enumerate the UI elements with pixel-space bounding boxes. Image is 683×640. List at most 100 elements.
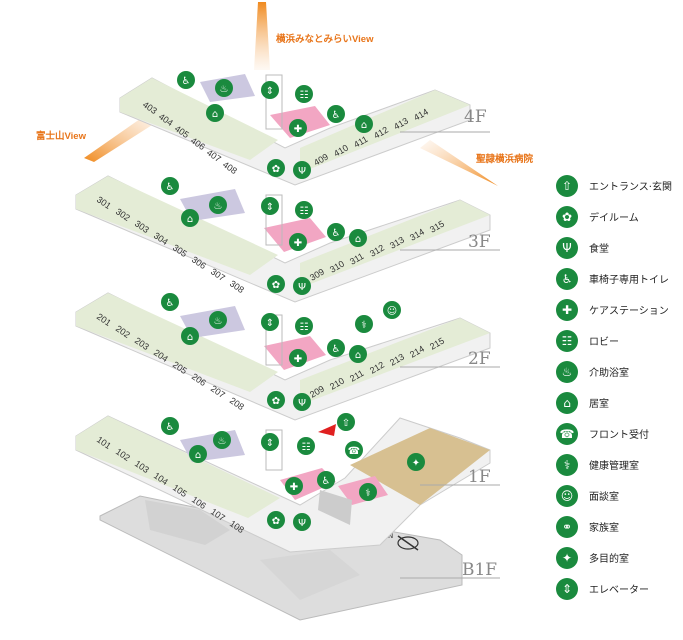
accessible-toilet-icon: ♿ [161,177,179,195]
dining-icon: Ψ [293,277,311,295]
entrance-icon: ⇧ [337,413,355,431]
svg-text:✿: ✿ [272,280,280,291]
entrance-icon: ⇧ [556,174,578,197]
care-station-icon: ✚ [556,298,578,321]
svg-text:✦: ✦ [412,458,420,469]
floor-label-b1f: B1F [462,560,497,580]
floor-4f: 4F [119,74,490,186]
view-beam-hospital [420,140,498,186]
svg-text:☷: ☷ [302,442,311,453]
view-label-fuji: 富士山View [36,130,87,142]
accessible-toilet-icon: ♿ [161,293,179,311]
elevator-icon: ⇕ [261,81,279,99]
elevator-icon: ⇕ [556,577,578,600]
assisted-bath-icon: ♨ [209,311,227,329]
svg-text:⌂: ⌂ [355,234,361,245]
svg-text:♿: ♿ [332,110,341,121]
day-room-icon: ✿ [267,391,285,409]
floor-2f: 2F [75,292,500,421]
legend-item: ⇧ エントランス·玄関 [556,170,681,201]
svg-text:✚: ✚ [294,238,302,249]
interview-room-icon: ☺ [383,301,401,319]
svg-text:⚕: ⚕ [361,320,366,331]
assisted-bath-icon: ♨ [213,431,231,449]
svg-text:✚: ✚ [294,124,302,135]
legend-label: 家族室 [589,523,619,534]
legend-label: デイルーム [589,213,639,224]
svg-text:N: N [388,532,393,540]
floor-b1f: B1F N [99,495,500,621]
legend-item: ⌂居室 [556,387,681,418]
view-label-hospital: 聖隷横浜病院 [476,153,534,165]
legend-label: 面談室 [589,492,619,503]
view-label-yokohama: 横浜みなとみらいView [276,33,374,45]
legend-item: ✿デイルーム [556,201,681,232]
svg-text:♿: ♿ [166,298,175,309]
assisted-bath-icon: ♨ [209,196,227,214]
floor-label-4f: 4F [464,107,487,127]
svg-text:Ψ: Ψ [298,518,306,529]
svg-text:⇧: ⇧ [342,418,350,429]
svg-text:♿: ♿ [182,76,191,87]
svg-text:⇕: ⇕ [266,438,274,449]
svg-text:♿: ♿ [332,344,341,355]
legend-label: エントランス·玄関 [589,182,672,193]
health-office-icon: ⚕ [355,315,373,333]
legend-label: 介助浴室 [589,368,629,379]
care-station-icon: ✚ [289,233,307,251]
svg-text:⌂: ⌂ [361,120,367,131]
svg-text:♿: ♿ [332,228,341,239]
legend-label: 多目的室 [589,554,629,565]
svg-text:Ψ: Ψ [298,282,306,293]
dining-icon: Ψ [293,513,311,531]
day-room-icon: ✿ [267,511,285,529]
floor-label-1f: 1F [468,467,491,487]
front-desk-icon: ☎ [556,422,578,445]
resident-room-icon: ⌂ [349,345,367,363]
elevator-icon: ⇕ [261,433,279,451]
svg-text:⚕: ⚕ [365,488,370,499]
svg-text:♨: ♨ [220,84,229,95]
legend-label: 車椅子専用トイレ [589,275,669,286]
dining-icon: Ψ [293,161,311,179]
svg-text:☷: ☷ [300,90,309,101]
care-station-icon: ✚ [285,477,303,495]
svg-text:✚: ✚ [294,354,302,365]
interview-room-icon: ☺ [556,484,578,507]
legend-label: ロビー [589,337,619,348]
svg-text:✿: ✿ [272,516,280,527]
day-room-icon: ✿ [267,159,285,177]
entrance-flag-icon [318,424,336,436]
svg-text:♿: ♿ [166,422,175,433]
legend-label: ケアステーション [589,306,669,317]
resident-room-icon: ⌂ [556,391,578,414]
legend-item: ✚ ケアステーション [556,294,681,325]
svg-text:⇕: ⇕ [266,318,274,329]
floor-label-3f: 3F [468,232,491,252]
svg-text:♨: ♨ [214,201,223,212]
legend-label: 食堂 [589,244,609,255]
lobby-icon: ☷ [295,85,313,103]
view-beam-fuji [84,112,160,162]
day-room-icon: ✿ [267,275,285,293]
assisted-bath-icon: ♨ [215,79,233,97]
svg-text:⇕: ⇕ [266,86,274,97]
room-number: 308 [228,278,246,295]
svg-text:⌂: ⌂ [187,332,193,343]
resident-room-icon: ⌂ [189,445,207,463]
legend-item: ✦多目的室 [556,542,681,573]
view-beam-yokohama [254,2,270,70]
legend-item: ☺ 面談室 [556,480,681,511]
legend-item: ⚕健康管理室 [556,449,681,480]
lobby-icon: ☷ [295,317,313,335]
svg-text:⌂: ⌂ [212,109,218,120]
health-office-icon: ⚕ [359,483,377,501]
svg-text:♿: ♿ [322,476,331,487]
svg-text:⇕: ⇕ [266,202,274,213]
legend-item: ☷ロビー [556,325,681,356]
legend-label: フロント受付 [589,430,649,441]
accessible-toilet-icon: ♿ [161,417,179,435]
svg-text:♨: ♨ [214,316,223,327]
